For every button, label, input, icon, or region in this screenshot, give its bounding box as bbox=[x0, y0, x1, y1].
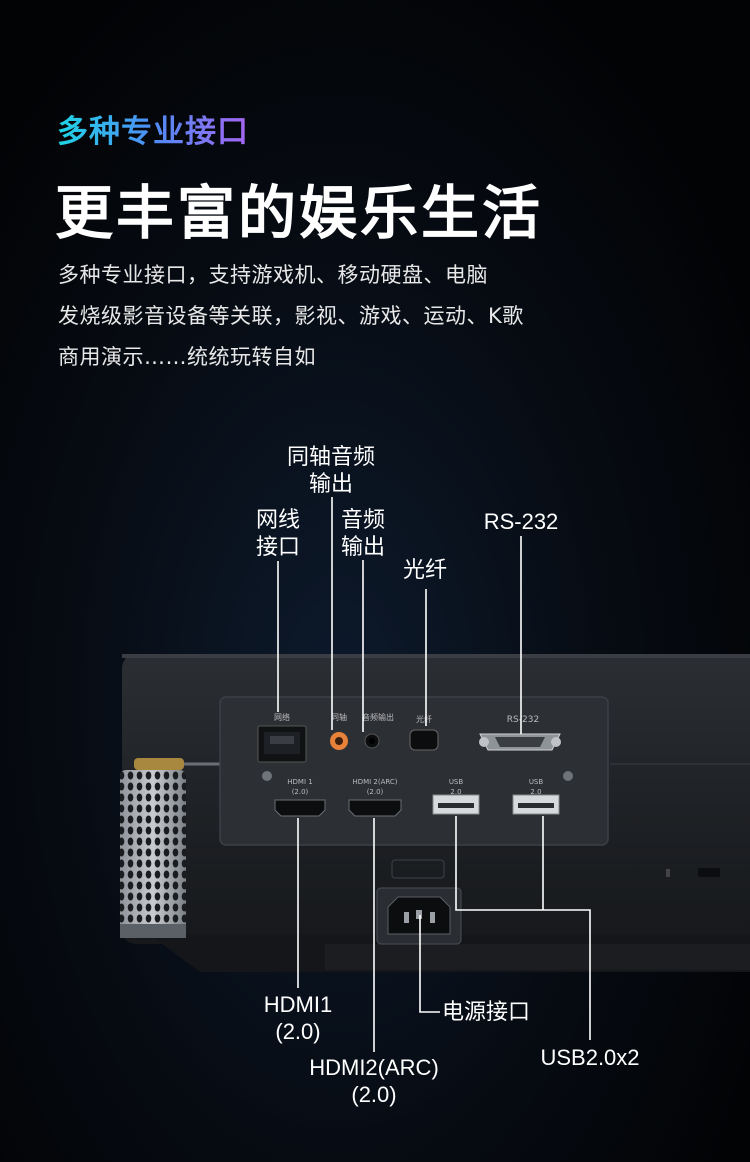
gold-ring bbox=[134, 758, 184, 770]
panel-label-usb2-line2: 2.0 bbox=[530, 788, 541, 796]
panel-label-audio: 音频输出 bbox=[362, 712, 394, 722]
callout-power: 电源接口 bbox=[442, 1000, 531, 1025]
panel-label-network: 网络 bbox=[274, 712, 290, 722]
panel-label-hdmi1-line1: HDMI 1 bbox=[287, 778, 312, 786]
panel-label-hdmi2-line2: (2.0) bbox=[367, 788, 384, 796]
section-subtitle: 多种专业接口 bbox=[57, 106, 249, 151]
panel-label-usb1-line2: 2.0 bbox=[450, 788, 461, 796]
panel-label-usb2-line1: USB bbox=[529, 778, 544, 786]
callout-hdmi1-line2: (2.0) bbox=[275, 1019, 321, 1044]
section-title: 更丰富的娱乐生活 bbox=[55, 179, 544, 247]
hdmi1-port bbox=[274, 799, 326, 817]
callout-hdmi2-line1: HDMI2(ARC) bbox=[309, 1055, 439, 1080]
description-line-2: 发烧级影音设备等关联，影视、游戏、运动、K歌 bbox=[58, 304, 524, 328]
panel-label-usb1-line1: USB bbox=[449, 778, 464, 786]
callout-usb: USB2.0x2 bbox=[540, 1045, 640, 1070]
callout-coax: 同轴音频 输出 bbox=[276, 444, 386, 498]
panel-label-hdmi2-line1: HDMI 2(ARC) bbox=[352, 778, 397, 786]
panel-label-coax: 同轴 bbox=[331, 712, 347, 722]
panel-label-hdmi1-line2: (2.0) bbox=[292, 788, 309, 796]
callout-coax-line1: 同轴音频 bbox=[286, 445, 375, 470]
callout-audio: 音频 输出 bbox=[328, 507, 398, 561]
callout-hdmi1-line1: HDMI1 bbox=[263, 992, 333, 1017]
callout-network: 网线 接口 bbox=[243, 507, 313, 561]
callout-hdmi2: HDMI2(ARC) (2.0) bbox=[294, 1054, 454, 1108]
callout-network-line1: 网线 bbox=[255, 508, 300, 533]
panel-label-rs232: RS-232 bbox=[507, 715, 539, 725]
description-line-1: 多种专业接口，支持游戏机、移动硬盘、电脑 bbox=[58, 263, 488, 287]
hdmi2-port bbox=[348, 799, 402, 817]
callout-coax-line2: 输出 bbox=[308, 472, 353, 497]
callout-audio-line2: 输出 bbox=[340, 535, 385, 560]
description-line-3: 商用演示……统统玩转自如 bbox=[58, 345, 316, 369]
callout-optical: 光纤 bbox=[402, 558, 447, 583]
callout-audio-line1: 音频 bbox=[340, 508, 385, 533]
leader-lines bbox=[277, 497, 591, 1052]
callout-hdmi1: HDMI1 (2.0) bbox=[238, 991, 358, 1045]
callout-rs232: RS-232 bbox=[483, 509, 559, 534]
panel-label-optical: 光纤 bbox=[416, 714, 432, 724]
callout-hdmi2-line2: (2.0) bbox=[351, 1082, 397, 1107]
optical-port bbox=[409, 729, 439, 751]
callout-network-line2: 接口 bbox=[255, 535, 300, 560]
